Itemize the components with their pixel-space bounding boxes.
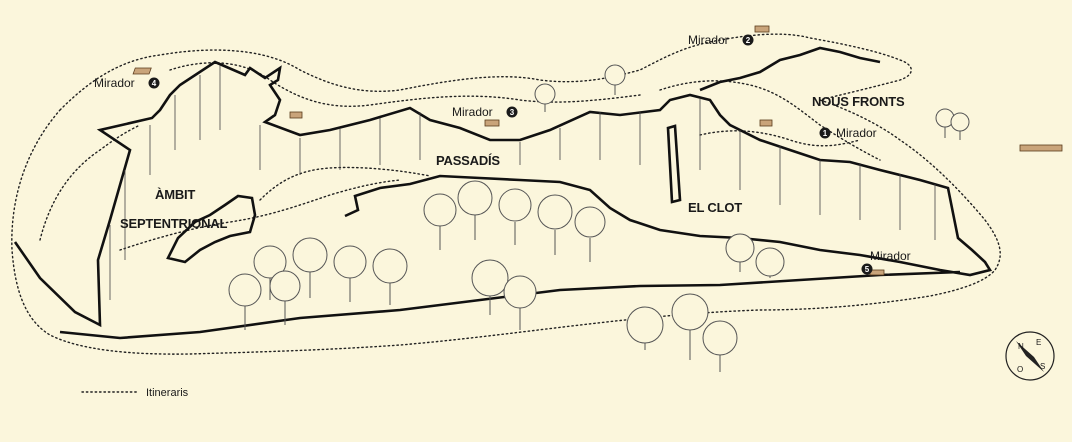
viewpoint-number: 3	[510, 108, 515, 117]
tree	[725, 233, 755, 272]
nous-fronts-wall	[699, 46, 881, 92]
route-inner-west	[39, 124, 141, 241]
tree	[471, 259, 509, 315]
tree	[457, 180, 493, 240]
viewpoint-label: Mirador	[452, 105, 493, 119]
viewpoint-3[interactable]: Mirador 3	[452, 105, 518, 119]
shelter-icon	[484, 119, 500, 127]
tree	[935, 108, 955, 138]
tree	[534, 83, 556, 112]
shelter-icon	[132, 67, 152, 75]
tree	[604, 64, 626, 95]
wall-hatching	[109, 65, 936, 300]
tree	[702, 320, 738, 372]
compass-n: N	[1018, 342, 1024, 351]
route-east	[699, 130, 861, 147]
tree	[269, 270, 301, 325]
el-clot-pillar	[666, 124, 682, 204]
shelter-icon	[289, 111, 303, 119]
viewpoint-badge	[861, 263, 873, 275]
tree	[228, 273, 262, 330]
label-ambit-line2: SEPTENTRIONAL	[120, 216, 227, 231]
compass-o: O	[1017, 365, 1023, 374]
viewpoint-badge	[148, 77, 160, 89]
viewpoint-number: 5	[865, 265, 870, 274]
route-nous-fronts	[659, 80, 881, 161]
viewpoint-5[interactable]: Mirador 5	[861, 249, 911, 275]
main-wall	[13, 60, 993, 328]
route-inner-south	[119, 179, 401, 251]
ambit-septentrional-block	[166, 194, 257, 264]
viewpoint-badge	[819, 127, 831, 139]
shelter-icon	[1019, 144, 1063, 152]
viewpoint-label: Mirador	[836, 126, 877, 140]
viewpoint-shelters	[132, 25, 1063, 276]
tree	[626, 306, 664, 350]
itinerary-routes	[11, 33, 1001, 355]
label-nous-fronts: NOUS FRONTS	[812, 94, 905, 109]
route-inner-north	[169, 62, 641, 107]
viewpoint-1[interactable]: 1 Mirador	[819, 126, 877, 140]
tree-group	[228, 64, 970, 372]
viewpoint-badge	[506, 106, 518, 118]
shelter-icon	[759, 119, 773, 127]
compass-e: E	[1036, 338, 1041, 347]
compass-s: S	[1040, 362, 1045, 371]
label-passadis: PASSADÍS	[436, 153, 500, 168]
compass-needle-icon	[1016, 341, 1044, 372]
viewpoint-number: 4	[152, 79, 157, 88]
viewpoint-2[interactable]: Mirador 2	[688, 33, 754, 47]
label-el-clot: EL CLOT	[688, 200, 742, 215]
tree	[755, 247, 785, 278]
tree	[503, 275, 537, 330]
viewpoint-label: Mirador	[94, 76, 135, 90]
legend: Itineraris	[81, 387, 189, 399]
tree	[574, 206, 606, 262]
label-ambit-line1: ÀMBIT	[155, 187, 195, 202]
viewpoint-4[interactable]: Mirador 4	[94, 76, 160, 90]
legend-route-label: Itineraris	[146, 387, 189, 399]
route-outer	[11, 33, 1001, 355]
tree	[950, 112, 970, 140]
viewpoint-label: Mirador	[870, 249, 911, 263]
route-inner-mid	[259, 166, 431, 201]
tree	[537, 194, 573, 255]
viewpoint-badge	[742, 34, 754, 46]
viewpoint-label: Mirador	[688, 33, 729, 47]
viewpoint-number: 1	[823, 129, 828, 138]
tree	[292, 237, 328, 298]
tree	[372, 248, 408, 305]
viewpoint-number: 2	[746, 36, 751, 45]
zone-labels: ÀMBIT SEPTENTRIONAL PASSADÍS EL CLOT NOU…	[120, 94, 905, 231]
tree	[333, 245, 367, 302]
tree	[671, 293, 709, 360]
tree	[498, 188, 532, 245]
shelter-icon	[754, 25, 770, 33]
tree	[423, 193, 457, 250]
compass-rose: N E S O	[1005, 331, 1055, 381]
